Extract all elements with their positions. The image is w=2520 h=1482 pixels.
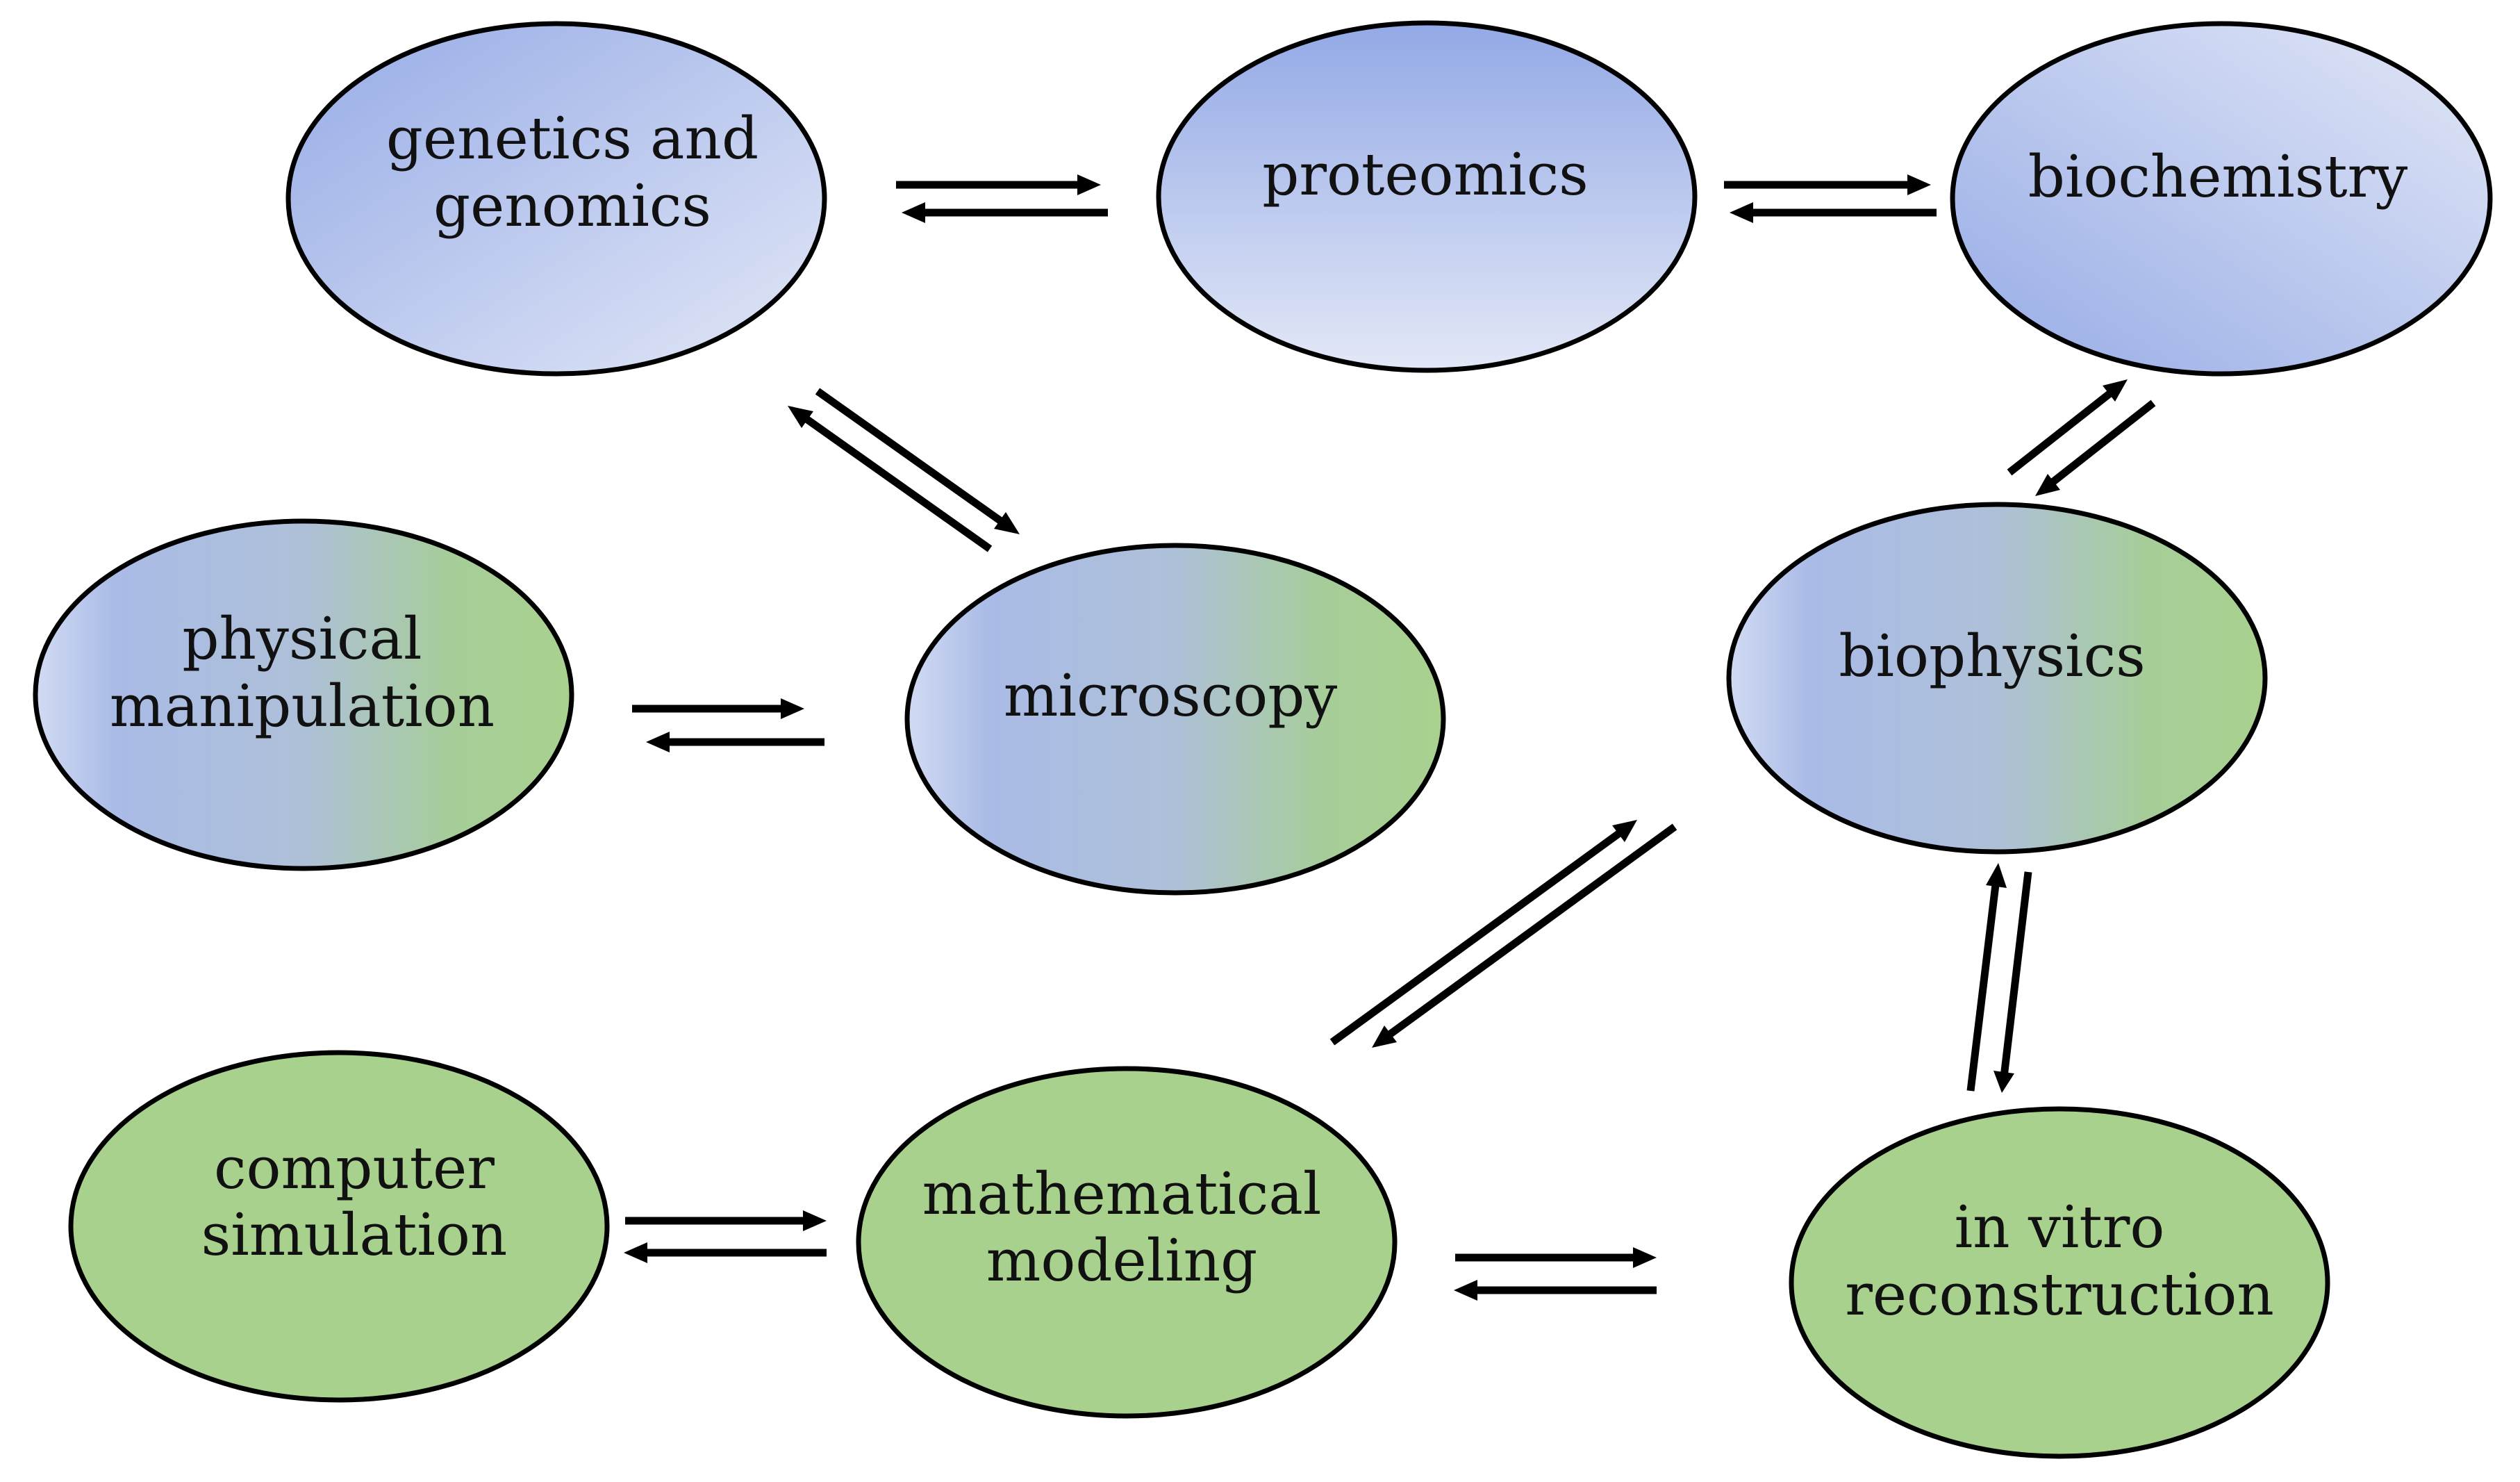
node-label-line: reconstruction	[1845, 1261, 2274, 1328]
node-computer-simulation: computer simulation	[68, 1050, 610, 1403]
svg-text:computer: computer	[214, 1135, 495, 1202]
node-label-line: proteomics	[1262, 141, 1589, 208]
node-biophysics: biophysics	[1726, 502, 2268, 855]
node-label-line: biochemistry	[2028, 143, 2408, 211]
arrows	[624, 174, 2156, 1301]
arrow-invitro-biophysics	[1966, 863, 2032, 1093]
node-label-line: computer	[214, 1135, 495, 1202]
node-physical-manipulation: physical manipulation	[33, 518, 574, 871]
svg-text:genetics and: genetics and	[386, 105, 759, 172]
svg-text:microscopy: microscopy	[1004, 662, 1338, 730]
svg-text:mathematical: mathematical	[922, 1160, 1322, 1228]
svg-text:simulation: simulation	[201, 1201, 508, 1269]
svg-text:manipulation: manipulation	[110, 673, 495, 740]
arrow-genetics-proteomics	[896, 174, 1108, 223]
node-mathematical-modeling: mathematical modeling	[856, 1066, 1398, 1419]
node-label-line: genetics and	[386, 105, 759, 172]
node-biochemistry: biochemistry	[1950, 21, 2493, 377]
arrow-genetics-microscopy	[788, 388, 1020, 552]
node-label-line: mathematical	[922, 1160, 1322, 1228]
svg-text:modeling: modeling	[986, 1227, 1258, 1294]
node-label-line: biophysics	[1839, 623, 2145, 690]
svg-text:in vitro: in vitro	[1955, 1194, 2165, 1261]
node-label-line: physical	[182, 605, 422, 673]
arrow-computer-mathematical	[624, 1210, 827, 1263]
node-genetics-and-genomics: genetics and genomics	[285, 21, 827, 377]
svg-text:proteomics: proteomics	[1262, 141, 1589, 208]
arrow-mathematical-biophysics	[1329, 820, 1677, 1048]
svg-text:biochemistry: biochemistry	[2028, 143, 2408, 211]
node-microscopy: microscopy	[904, 543, 1446, 896]
node-in-vitro-reconstruction: in vitro reconstruction	[1789, 1106, 2330, 1459]
arrow-biochemistry-biophysics	[2007, 379, 2156, 496]
svg-text:biophysics: biophysics	[1839, 623, 2145, 690]
node-proteomics: proteomics	[1156, 20, 1698, 373]
node-label-line: genomics	[433, 172, 711, 240]
arrow-physical-microscopy	[632, 698, 824, 752]
node-label-line: manipulation	[110, 673, 495, 740]
svg-text:physical: physical	[182, 605, 422, 673]
svg-text:genomics: genomics	[433, 172, 711, 240]
node-label-line: simulation	[201, 1201, 508, 1269]
svg-text:reconstruction: reconstruction	[1845, 1261, 2274, 1328]
node-label-line: microscopy	[1004, 662, 1338, 730]
arrow-proteomics-biochemistry	[1724, 174, 1937, 223]
arrow-mathematical-invitro	[1454, 1247, 1657, 1301]
node-label-line: modeling	[986, 1227, 1258, 1294]
node-label-line: in vitro	[1955, 1194, 2165, 1261]
